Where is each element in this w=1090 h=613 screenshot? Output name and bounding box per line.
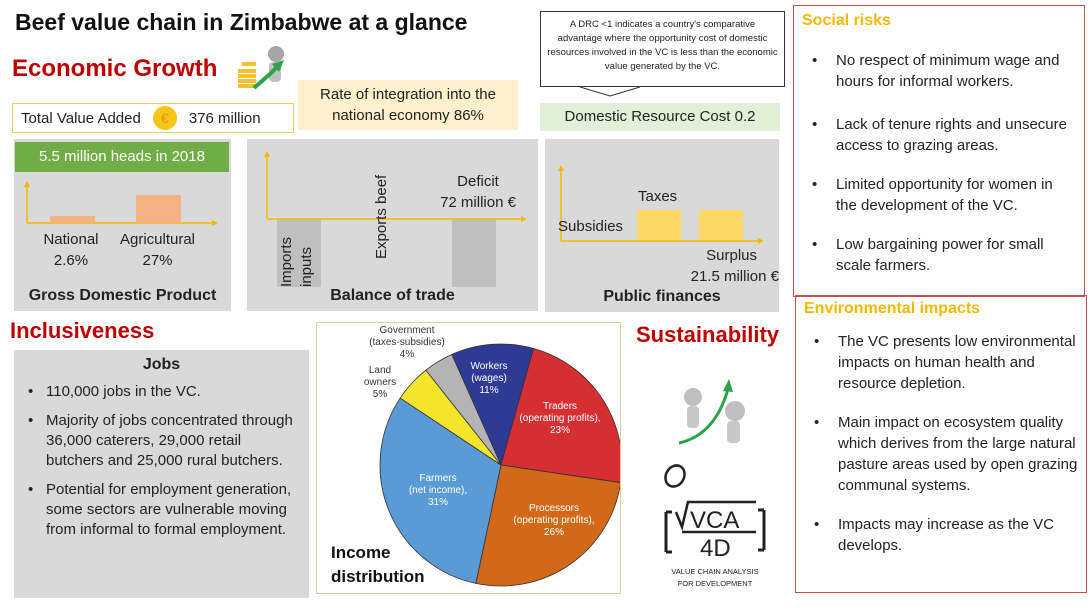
drc-callout: A DRC <1 indicates a country's comparati… bbox=[540, 11, 785, 87]
growth-person-icon bbox=[238, 46, 284, 90]
income-pie-chart bbox=[379, 343, 620, 587]
economic-growth-heading: Economic Growth bbox=[12, 55, 218, 82]
sustainability-heading: Sustainability bbox=[636, 322, 780, 347]
total-value-added-box: Total Value Added € 376 million bbox=[12, 103, 294, 133]
vca4d-logo: VCA 4D VALUE CHAIN ANALYSIS FOR DEVELOPM… bbox=[664, 464, 766, 588]
svg-text:VCA: VCA bbox=[690, 507, 739, 534]
subsidies-surplus-bar bbox=[699, 210, 743, 240]
jobs-panel: Jobs 110,000 jobs in the VC. Majority of… bbox=[14, 350, 309, 598]
gdp-title: Gross Domestic Product bbox=[28, 287, 217, 304]
social-risks-heading: Social risks bbox=[802, 12, 891, 29]
social-risks-box: Social risks No respect of minimum wage … bbox=[793, 5, 1085, 297]
gdp-bar-chart bbox=[24, 181, 218, 226]
deficit-bar bbox=[452, 220, 496, 287]
tva-value: 376 million bbox=[188, 109, 261, 127]
integration-rate-box: Rate of integration into the national ec… bbox=[298, 80, 518, 130]
environment-list: The VC presents low environmental impact… bbox=[804, 331, 1078, 556]
national-bar bbox=[50, 216, 95, 223]
page-title: Beef value chain in Zimbabwe at a glance bbox=[15, 9, 468, 35]
pie-label-farmers: Farmers(net income),31% bbox=[408, 473, 468, 508]
list-item: 110,000 jobs in the VC. bbox=[24, 382, 299, 402]
list-item: Majority of jobs concentrated through 36… bbox=[24, 411, 299, 471]
agricultural-bar bbox=[136, 195, 181, 223]
pie-slice-workers bbox=[451, 343, 535, 467]
jobs-title: Jobs bbox=[142, 356, 181, 373]
pie-label-processors: Processors(operating profits),26% bbox=[513, 503, 595, 538]
list-item: Potential for employment generation, som… bbox=[24, 480, 299, 540]
list-item: No respect of minimum wage and hours for… bbox=[802, 50, 1076, 92]
pie-label-workers: Workers(wages)11% bbox=[470, 361, 508, 396]
subsidies-label: Subsidies bbox=[558, 218, 624, 235]
pie-slice-traders bbox=[500, 347, 620, 483]
jobs-list: 110,000 jobs in the VC. Majority of jobs… bbox=[24, 382, 299, 540]
list-item: Lack of tenure rights and unsecure acces… bbox=[802, 114, 1076, 156]
svg-text:VALUE CHAIN ANALYSIS: VALUE CHAIN ANALYSIS bbox=[671, 567, 758, 576]
exports-label: Exports beef bbox=[373, 174, 390, 259]
pie-slice-government bbox=[425, 353, 502, 466]
tva-label: Total Value Added bbox=[21, 109, 141, 127]
list-item: Limited opportunity for women in the dev… bbox=[802, 174, 1076, 216]
heads-header: 5.5 million heads in 2018 bbox=[15, 142, 229, 172]
imports-bar bbox=[277, 220, 321, 287]
finances-title: Public finances bbox=[603, 288, 721, 305]
list-item: Low bargaining power for small scale far… bbox=[802, 234, 1076, 276]
finances-chart bbox=[558, 165, 764, 244]
environmental-impacts-box: Environmental impacts The VC presents lo… bbox=[795, 295, 1087, 593]
pie-title: Income distribution bbox=[331, 543, 425, 586]
trade-title: Balance of trade bbox=[330, 287, 455, 304]
inclusiveness-heading: Inclusiveness bbox=[10, 318, 155, 343]
callout-pointer bbox=[580, 86, 641, 97]
list-item: The VC presents low environmental impact… bbox=[804, 331, 1078, 394]
taxes-bar bbox=[637, 210, 681, 240]
pie-slice-processors bbox=[475, 464, 620, 587]
taxes-label: Taxes bbox=[638, 188, 678, 205]
drc-note: A DRC <1 indicates a country's comparati… bbox=[547, 19, 778, 72]
pie-slice-farmers bbox=[379, 397, 502, 584]
svg-text:4D: 4D bbox=[700, 535, 731, 562]
drc-box: Domestic Resource Cost 0.2 bbox=[540, 103, 780, 131]
pie-label-government: Government(taxes-subsidies)4% bbox=[369, 325, 445, 360]
environment-heading: Environmental impacts bbox=[804, 300, 981, 317]
list-item: Main impact on ecosystem quality which d… bbox=[804, 412, 1078, 496]
euro-coin-icon: € bbox=[152, 106, 177, 130]
trade-chart bbox=[264, 151, 527, 287]
people-growth-icon bbox=[678, 379, 745, 445]
list-item: Impacts may increase as the VC develops. bbox=[804, 514, 1078, 556]
social-risks-list: No respect of minimum wage and hours for… bbox=[802, 50, 1076, 276]
svg-text:FOR DEVELOPMENT: FOR DEVELOPMENT bbox=[678, 579, 753, 588]
pie-label-traders: Traders(operating profits),23% bbox=[519, 401, 601, 436]
